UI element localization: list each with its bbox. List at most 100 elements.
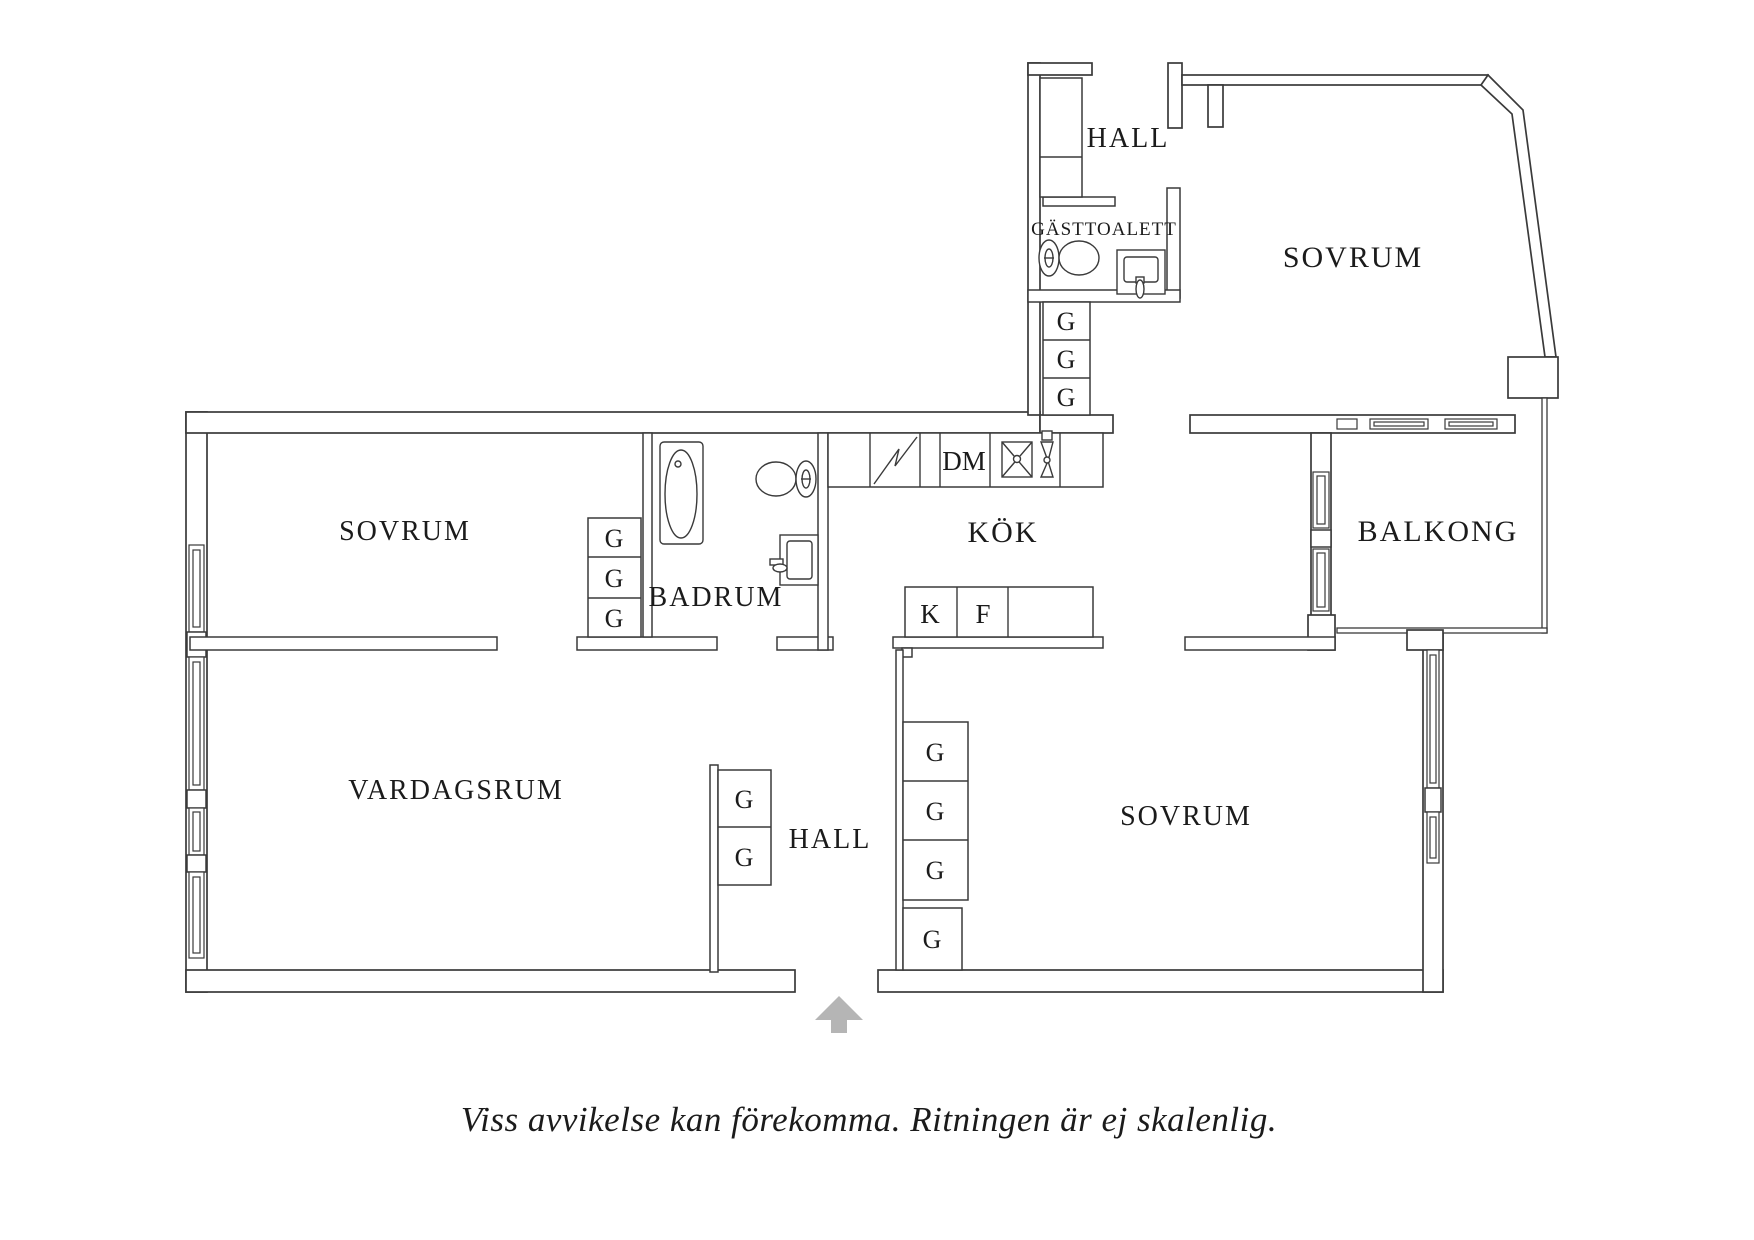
wardrobe-label: G (1057, 307, 1076, 336)
faucet-icon (1039, 441, 1054, 464)
wall (895, 649, 904, 971)
wall (1507, 356, 1559, 399)
window-mullion (1310, 529, 1332, 548)
room-label-hall-top: HALL (1087, 123, 1170, 154)
wardrobe (1042, 301, 1091, 416)
wardrobe-label: G (926, 738, 945, 767)
bathtub-drain (674, 460, 682, 468)
washbasin-icon (769, 534, 819, 586)
wardrobe (587, 517, 642, 638)
window (1336, 418, 1358, 430)
wall (877, 969, 1444, 993)
window (1373, 421, 1425, 427)
wardrobe-label: G (605, 564, 624, 593)
angled-wall (1479, 73, 1557, 358)
wall (1042, 196, 1116, 207)
fridge-freezer-unit (904, 586, 1094, 638)
entrance-arrow-stem (831, 1020, 847, 1033)
basin-faucet-knob (1135, 279, 1145, 299)
wall (185, 411, 1041, 434)
wardrobe-label: G (1057, 383, 1076, 412)
faucet-icon (1039, 459, 1054, 478)
room-labels: HALL GÄSTTOALETT SOVRUM SOVRUM BADRUM KÖ… (339, 123, 1519, 855)
disclaimer-caption: Viss avvikelse kan förekomma. Ritningen … (461, 1100, 1277, 1139)
window (1316, 552, 1326, 608)
window (1448, 421, 1494, 427)
wall (709, 764, 719, 973)
wardrobe-label: G (923, 925, 942, 954)
wardrobe-label: G (605, 604, 624, 633)
toilet-bowl (1058, 240, 1100, 276)
room-label-sovrum-w: SOVRUM (339, 516, 471, 547)
window-mullion (1424, 787, 1442, 813)
faucet-head (1041, 430, 1053, 441)
wall (185, 969, 796, 993)
wall (189, 636, 498, 651)
kitchen-sink-icon (1001, 430, 1054, 478)
stove-icon (873, 436, 918, 485)
freezer-label: F (975, 599, 990, 629)
closet (1039, 77, 1083, 198)
wardrobe-label: G (735, 843, 754, 872)
wardrobe-label: G (605, 524, 624, 553)
washbasin-icon (1116, 249, 1166, 299)
west-windows (186, 544, 207, 959)
window (1429, 816, 1437, 859)
window (192, 876, 201, 954)
wall (1184, 636, 1336, 651)
wardrobe-label: G (926, 797, 945, 826)
window (1316, 475, 1326, 525)
kitchen-fittings: DM K F (827, 430, 1104, 638)
wardrobe-label: G (1057, 345, 1076, 374)
wall (817, 432, 829, 651)
window (192, 661, 201, 786)
basin-inner (786, 540, 813, 580)
room-label-sovrum-ne: SOVRUM (1283, 241, 1423, 274)
wardrobe-label: G (735, 785, 754, 814)
wall (642, 432, 653, 638)
room-label-sovrum-se: SOVRUM (1120, 801, 1252, 832)
window (1429, 654, 1437, 784)
wall (576, 636, 718, 651)
entrance-arrow-icon (815, 996, 863, 1033)
wall (892, 636, 1104, 649)
dishwasher-label: DM (942, 446, 986, 476)
wall (1027, 62, 1093, 76)
toilet-bowl (755, 461, 797, 497)
room-label-badrum: BADRUM (649, 582, 784, 613)
bathroom-fittings (659, 441, 819, 586)
wall (1181, 74, 1489, 86)
room-label-hall-lower: HALL (789, 824, 872, 855)
faucet-base (1043, 456, 1051, 464)
wall (1166, 187, 1181, 299)
bathtub-basin (664, 449, 698, 539)
balcony-rail (1541, 397, 1548, 634)
toilet-icon (1038, 239, 1100, 277)
wardrobe-label: G (926, 856, 945, 885)
balcony (1189, 397, 1548, 651)
guest-wc-fittings (1038, 239, 1166, 299)
wall (1167, 62, 1183, 129)
fridge-label: K (920, 599, 940, 629)
room-label-vardagsrum: VARDAGSRUM (348, 775, 564, 806)
wall (1039, 414, 1114, 434)
basin-faucet-knob (772, 563, 788, 573)
east-windows (1424, 649, 1442, 864)
window (192, 811, 201, 852)
window (192, 549, 201, 628)
entrance-arrow-head (815, 996, 863, 1020)
room-label-balkong: BALKONG (1358, 515, 1519, 548)
window-mullion (186, 854, 207, 873)
room-label-gasttoalett: GÄSTTOALETT (1031, 219, 1177, 240)
toilet-icon (755, 460, 817, 498)
window-mullion (186, 789, 207, 809)
wardrobe (902, 721, 969, 901)
wardrobe (902, 907, 963, 971)
sink-drain (1012, 454, 1022, 464)
wardrobes: G G G G G G G G G G G G (587, 77, 1091, 971)
wall (1207, 84, 1224, 128)
wall (1406, 629, 1444, 651)
room-label-kok: KÖK (968, 516, 1039, 549)
